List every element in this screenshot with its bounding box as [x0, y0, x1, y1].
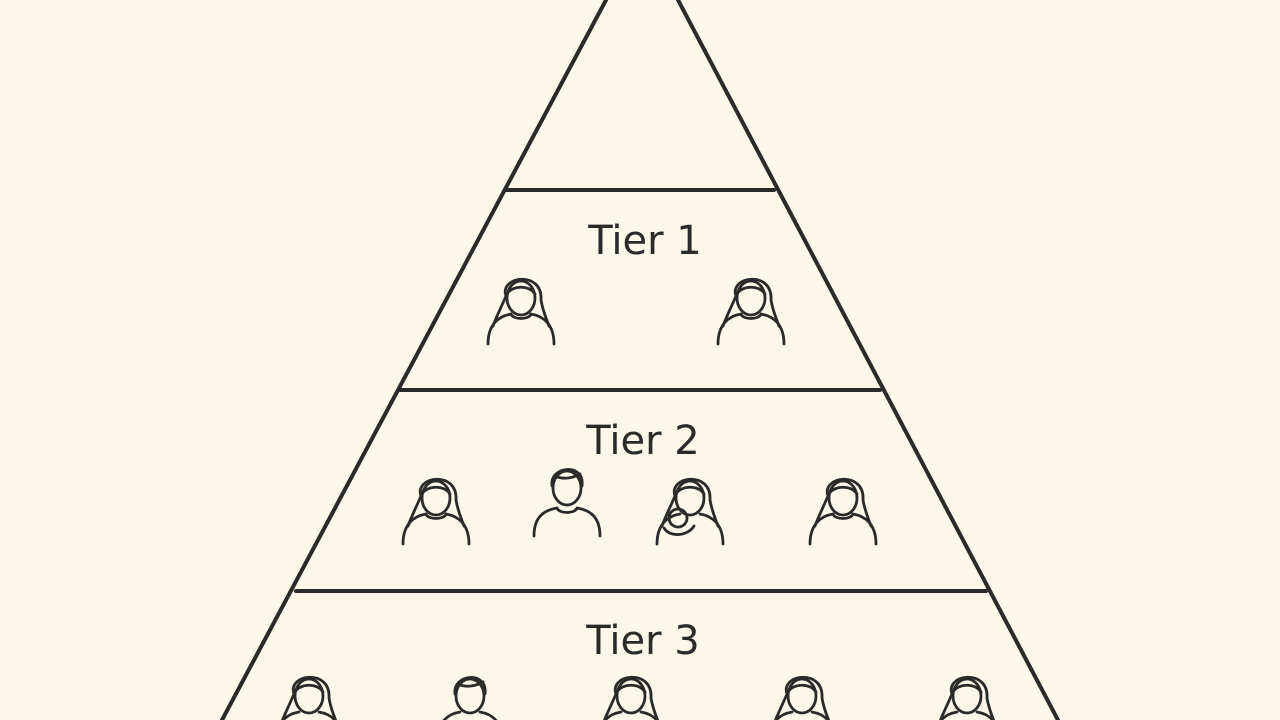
tier-2: Tier 2	[401, 418, 878, 546]
woman-icon	[938, 675, 996, 720]
man-icon	[532, 468, 602, 538]
woman-icon	[716, 277, 786, 346]
pyramid-right-edge	[676, 0, 1060, 720]
tier-1: Tier 1	[486, 218, 786, 346]
woman-icon	[808, 477, 878, 546]
woman-icon	[602, 675, 660, 720]
tier-2-label: Tier 2	[585, 418, 700, 464]
woman-icon	[401, 477, 471, 546]
woman-icon	[280, 675, 338, 720]
tier-3: Tier 3	[280, 618, 996, 720]
pyramid-left-edge	[220, 0, 608, 720]
tier-1-label: Tier 1	[587, 218, 702, 264]
pyramid-outline	[220, 0, 1060, 720]
tier-3-label: Tier 3	[585, 618, 700, 664]
woman-icon	[773, 675, 831, 720]
woman-icon	[486, 277, 556, 346]
man-icon	[442, 676, 498, 720]
mother-baby-icon	[655, 477, 725, 546]
